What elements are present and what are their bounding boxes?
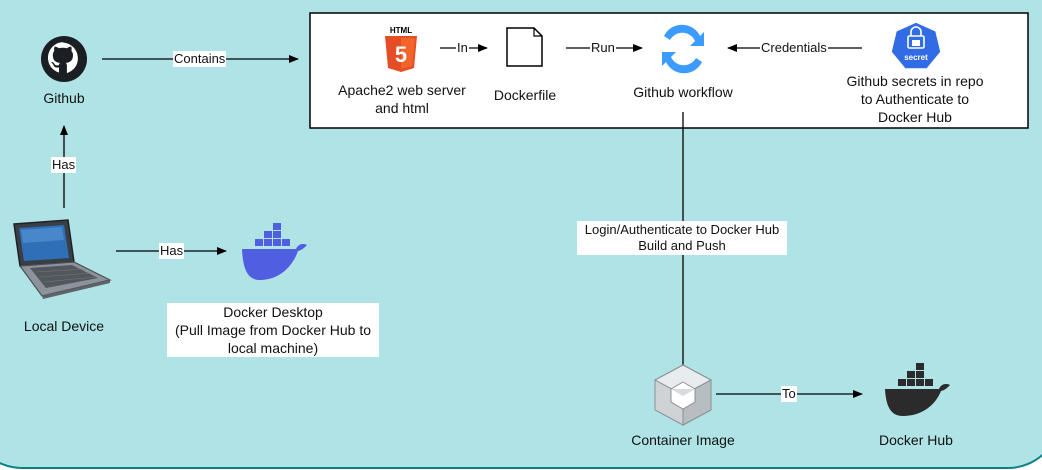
secrets-line-2: to Authenticate to (860, 91, 970, 107)
secret-icon: secret (890, 21, 942, 70)
apache-line-1: Apache2 web server (338, 82, 466, 98)
label-github-secrets: Github secrets in repo to Authenticate t… (836, 72, 994, 126)
docker-desktop-whale-icon (242, 223, 307, 280)
label-apache: Apache2 web server and html (326, 81, 478, 117)
label-docker-desktop: Docker Desktop (Pull Image from Docker H… (167, 303, 379, 357)
laptop-icon (13, 219, 112, 299)
login-line-2: Build and Push (638, 238, 726, 253)
edge-label-has-up: Has (51, 157, 77, 173)
edge-label-run: Run (590, 40, 616, 56)
edge-label-login: Login/Authenticate to Docker Hub Build a… (577, 221, 787, 255)
label-docker-hub: Docker Hub (879, 432, 953, 448)
login-line-1: Login/Authenticate to Docker Hub (584, 222, 780, 237)
edge-label-to: To (781, 386, 797, 402)
label-github-workflow: Github workflow (633, 84, 733, 100)
apache-line-2: and html (375, 100, 429, 116)
edge-label-in: In (456, 40, 469, 56)
label-dockerfile: Dockerfile (493, 87, 557, 103)
secrets-line-3: Docker Hub (878, 109, 952, 125)
svg-text:5: 5 (395, 42, 407, 67)
workflow-sync-icon (662, 24, 704, 74)
docker-hub-whale-icon (885, 363, 950, 416)
secrets-line-1: Github secrets in repo (846, 73, 984, 89)
html5-icon: HTML 5 (385, 26, 417, 72)
edge-label-credentials: Credentials (760, 40, 828, 56)
svg-text:HTML: HTML (390, 26, 412, 35)
svg-text:secret: secret (904, 53, 928, 62)
docker-desktop-line-3: local machine) (227, 340, 319, 356)
edge-label-has-right: Has (159, 243, 185, 259)
label-local-device: Local Device (23, 318, 105, 334)
docker-desktop-line-2: (Pull Image from Docker Hub to (174, 322, 372, 338)
docker-desktop-line-1: Docker Desktop (223, 304, 323, 320)
edge-label-contains: Contains (173, 51, 227, 67)
label-github: Github (43, 90, 85, 106)
container-image-icon (653, 364, 713, 426)
github-icon (41, 36, 87, 82)
dockerfile-document-icon (506, 27, 543, 67)
label-container-image: Container Image (631, 432, 735, 448)
